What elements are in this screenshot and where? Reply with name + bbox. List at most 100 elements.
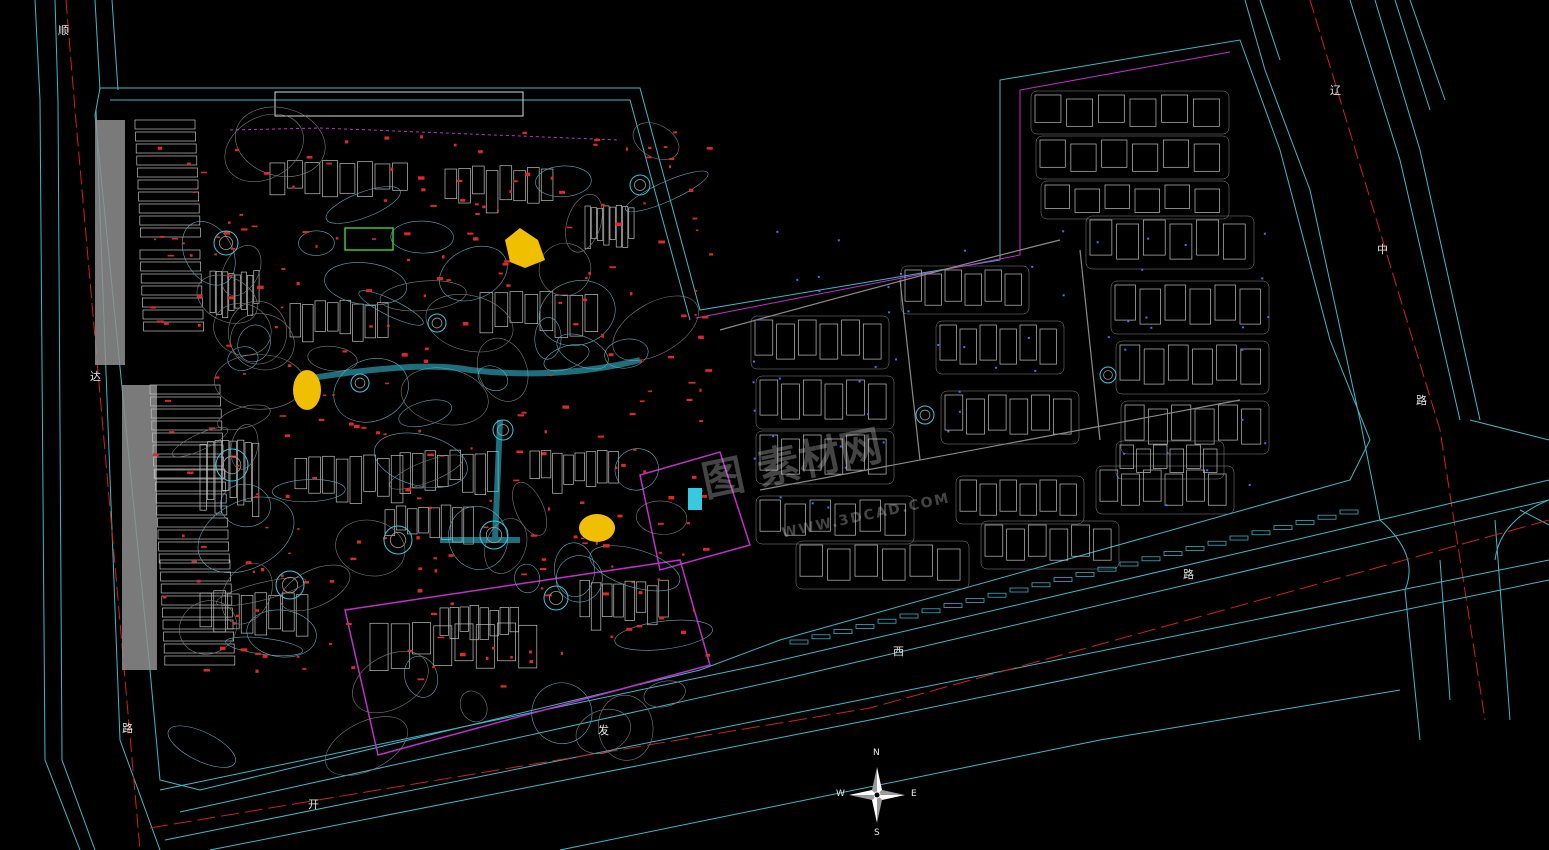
annotation-mark xyxy=(473,237,479,241)
hedge-segment xyxy=(833,629,853,634)
annotation-mark xyxy=(663,146,668,149)
plaza-circle xyxy=(543,585,569,611)
annotation-mark xyxy=(233,622,236,625)
apartment-unit xyxy=(1143,348,1165,385)
annotation-mark xyxy=(541,452,547,456)
building-block xyxy=(499,607,509,635)
contour-line xyxy=(477,365,509,391)
annotation-mark xyxy=(383,433,387,436)
annotation-mark xyxy=(329,580,335,583)
annotation-mark xyxy=(200,171,207,174)
building-block xyxy=(569,295,584,337)
survey-point xyxy=(995,366,998,369)
building-block xyxy=(377,458,390,497)
building-block xyxy=(529,450,540,479)
townhouse-unit xyxy=(140,227,201,238)
plaza-circle xyxy=(350,373,370,393)
survey-point xyxy=(753,360,756,363)
survey-point xyxy=(895,358,898,361)
annotation-mark xyxy=(157,146,162,150)
annotation-mark xyxy=(668,495,675,500)
annotation-mark xyxy=(457,179,463,183)
survey-point xyxy=(818,290,821,293)
contour-line xyxy=(224,113,304,182)
building-block xyxy=(449,449,461,480)
apartment-unit xyxy=(802,434,822,471)
apartment-unit xyxy=(984,524,1004,557)
annotation-mark xyxy=(223,231,230,235)
apartment-unit xyxy=(944,394,964,431)
building-block xyxy=(429,507,440,539)
annotation-mark xyxy=(376,431,380,435)
annotation-mark xyxy=(196,295,203,298)
apartment-unit xyxy=(1189,288,1211,325)
annotation-mark xyxy=(524,172,531,177)
building-block xyxy=(613,583,624,618)
apartment-unit xyxy=(754,319,774,356)
townhouse-unit xyxy=(160,571,231,582)
contour-line xyxy=(604,338,649,369)
building-block xyxy=(513,170,526,202)
apartment-unit xyxy=(1092,528,1112,561)
annotation-mark xyxy=(306,156,313,159)
apartment-unit xyxy=(1099,469,1119,502)
annotation-mark xyxy=(639,400,645,403)
block-outline xyxy=(1095,465,1235,515)
annotation-mark xyxy=(692,217,698,220)
annotation-mark xyxy=(582,298,588,302)
building-block xyxy=(485,170,499,214)
annotation-mark xyxy=(154,238,157,241)
annotation-mark xyxy=(643,202,646,205)
annotation-mark xyxy=(544,430,548,434)
pond-west xyxy=(293,370,321,410)
annotation-mark xyxy=(648,390,653,393)
survey-point xyxy=(1241,326,1244,329)
hedge-segment xyxy=(1229,535,1249,541)
survey-point xyxy=(1034,369,1037,372)
apartment-unit xyxy=(1171,404,1192,441)
annotation-mark xyxy=(659,551,662,554)
building-block xyxy=(509,606,519,633)
building-block xyxy=(539,291,554,332)
annotation-mark xyxy=(167,254,175,257)
building-block xyxy=(222,271,229,319)
plaza-inner xyxy=(431,317,443,329)
hedge-segment xyxy=(1295,520,1315,525)
townhouse-unit xyxy=(135,131,196,142)
townhouse-unit xyxy=(139,215,201,226)
survey-point xyxy=(778,377,781,380)
annotation-mark xyxy=(609,266,616,269)
annotation-mark xyxy=(432,665,435,668)
apartment-unit xyxy=(1089,219,1113,256)
annotation-mark xyxy=(500,685,507,688)
annotation-mark xyxy=(418,567,423,571)
apartment-unit xyxy=(859,499,881,532)
building-block xyxy=(475,624,495,669)
building-block xyxy=(254,592,268,636)
annotation-mark xyxy=(257,285,264,290)
annotation-mark xyxy=(601,334,604,338)
contour-line xyxy=(555,555,603,603)
red-annotations xyxy=(150,131,1270,688)
contour-line xyxy=(614,619,713,651)
building-block xyxy=(584,294,599,332)
contour-line xyxy=(167,725,236,768)
building-block xyxy=(597,450,608,484)
building-block xyxy=(377,302,389,338)
hedge-segment xyxy=(789,639,809,645)
annotation-mark xyxy=(296,281,300,286)
contour-line xyxy=(512,481,547,536)
apartment-unit xyxy=(824,438,844,475)
annotation-mark xyxy=(182,534,185,538)
annotation-mark xyxy=(228,221,231,224)
building-block xyxy=(322,160,338,198)
hedge-segment xyxy=(1251,530,1271,536)
apartment-unit xyxy=(799,544,823,577)
contour-line xyxy=(589,545,681,592)
contour-line xyxy=(213,302,272,356)
annotation-mark xyxy=(287,364,292,368)
apartment-unit xyxy=(1119,344,1141,381)
contour-line xyxy=(625,170,709,213)
annotation-mark xyxy=(416,536,420,540)
survey-point xyxy=(817,275,820,278)
